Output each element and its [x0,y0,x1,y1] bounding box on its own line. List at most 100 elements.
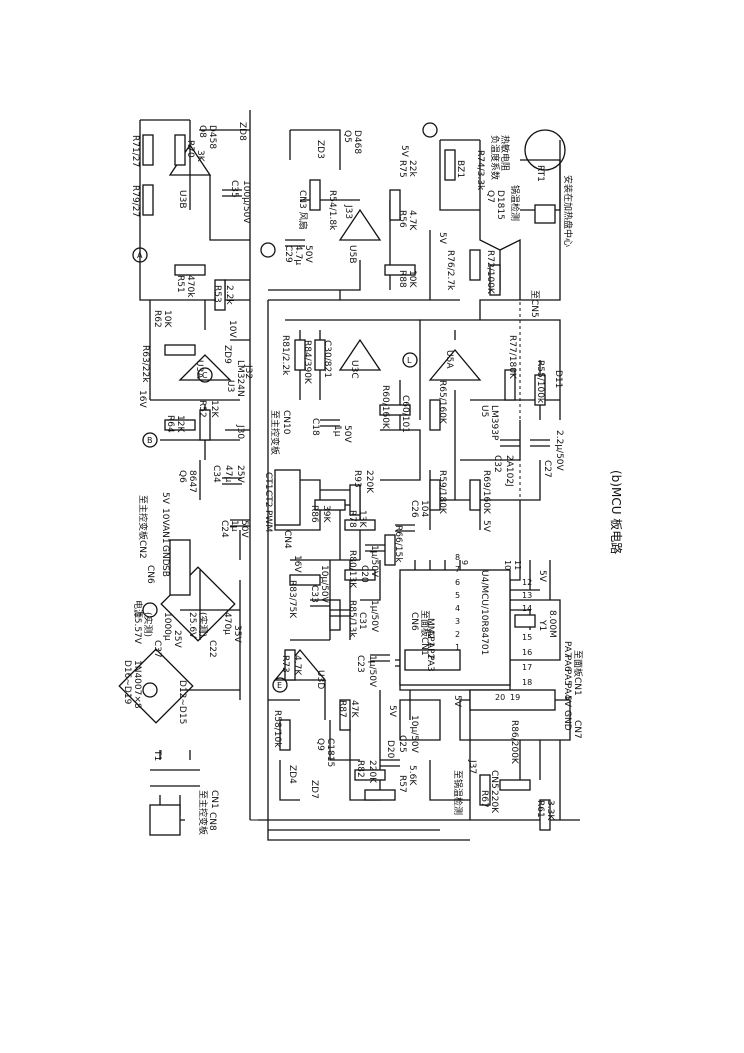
node-b: B [147,436,153,445]
label-u3b: U3B [177,190,187,209]
label-r88: R88 [397,270,407,288]
label-r53: R53 [212,285,222,303]
label-note-pot-sense: 锅温检测 [509,185,521,221]
label-j30: J30 [235,424,245,439]
label-c29-val: 4.7μ [293,245,303,265]
label-r86-val: 39K [321,505,331,523]
label-cn5: CN5 [489,770,499,789]
label-d16-type: 1N4007×8 [132,660,142,709]
label-bz1: BZ1 [455,160,465,178]
label-r86: R86 [309,505,319,523]
label-r56: R56 [397,210,407,228]
label-c18-val: 1μ [332,425,342,437]
label-cn8: CN8 [207,812,217,831]
label-cn6-pin-gnd: GND [160,545,170,566]
label-c18: C18 [310,418,320,436]
label-r83: R83/75K [287,580,297,619]
label-c37-v1: 15.57V [132,612,142,645]
label-cn3: CN3 风扇 [297,190,309,230]
label-c34-v: 25V [235,465,245,483]
label-r62-val: 10K [162,310,172,328]
label-c37: C37 [152,640,162,658]
label-c35: C35 [229,180,239,198]
label-q6: Q6 [177,470,187,483]
label-q8: Q8 [197,125,207,138]
pin-13: 13 [522,591,532,600]
node-markers [132,122,438,698]
pin-20: 20 [495,693,505,702]
label-top-pin-pa3: PA3 [425,655,435,672]
label-q9-type: C1815 [325,738,335,767]
label-c22-volt: 35V [232,625,242,643]
label-r67: R67 [479,790,489,808]
label-c34: C34 [211,465,221,483]
pin-18: 18 [522,678,532,687]
label-u3a: U3A [194,360,204,379]
label-c31: C31 [357,612,367,630]
label-zd4: ZD4 [287,765,297,784]
label-mcu-cn6: CN6 [409,612,419,631]
component-boxes [142,129,566,836]
node-c: C [202,371,208,380]
label-u3-type: LM324N [235,360,245,397]
label-d11: D11 [553,370,563,388]
label-r58: R58/10k [272,710,282,748]
node-l: L [407,356,412,365]
label-c22: C22 [207,640,217,658]
label-r79: R79/27 [130,185,140,217]
pin-6: 6 [455,578,460,587]
label-zd7: ZD7 [309,780,319,799]
label-r78: R78 [347,510,357,528]
label-comp-16v: 16V [292,555,302,573]
label-pot-sense: 至锅温检测 [452,770,464,815]
label-r87: R87 [337,700,347,718]
label-c25: C25 [397,735,407,753]
label-d16-19: D16~D19 [122,660,132,705]
label-r73-val: 4.7K [292,655,302,676]
label-c26: C26 [409,500,419,518]
label-note-ntc: 负温度系数 [489,135,501,180]
pin-19: 19 [510,693,520,702]
label-r56-val: 4.7K [407,210,417,231]
label-cn4-pin-ct2: CT2 [263,490,273,508]
label-cn4-pin-pwm: PWM [263,510,273,532]
label-r86b: R86/200K [509,720,519,765]
label-t1: T1 [152,749,162,761]
label-q7-type: D1815 [495,190,505,220]
label-y1-val: 8.00M [547,610,557,638]
label-cn10: CN10 [281,410,291,435]
label-j32: J32 [243,364,253,379]
label-cn6-pin-sb: SB [160,565,170,577]
label-r51: R51 [175,275,185,293]
label-r65: R65/160K [437,380,447,425]
label-cn4-title: 至主控变板 [269,410,281,455]
label-u5a: U5A [444,350,454,369]
label-r93: R93 [352,470,362,488]
pin-17: 17 [522,663,532,672]
label-v16: 16V [137,390,147,408]
label-cn4: CN4 [282,530,292,549]
label-r82-val: 220K [367,760,377,784]
label-r87-val: 47K [349,700,359,718]
label-c37-v2: (实测) [142,612,154,637]
label-u3c: U3C [349,360,359,379]
label-r72: R72/100K [485,250,495,295]
label-r60: R60/160K [380,385,390,430]
label-u3d: U3D [315,670,325,689]
label-d20: D20 [385,740,395,759]
pin-5: 5 [455,591,460,600]
label-cn6-pin-10v: 10V [160,508,170,526]
pin-9: 9 [460,560,469,565]
label-c26-val: 104 [419,500,429,517]
label-r59: R59/180K [437,470,447,515]
label-bot-pin-pa6: PA6 [562,655,572,672]
label-q8-type: D458 [207,125,217,149]
label-c23: C23 [355,655,365,673]
label-c29: C29 [283,245,293,263]
node-a: A [137,251,143,260]
label-r53-val: 2.2k [224,285,234,305]
pin-14: 14 [522,604,532,613]
label-v10: 10V [227,320,237,338]
label-cn6-title: 至主控变板CN2 [137,495,149,559]
